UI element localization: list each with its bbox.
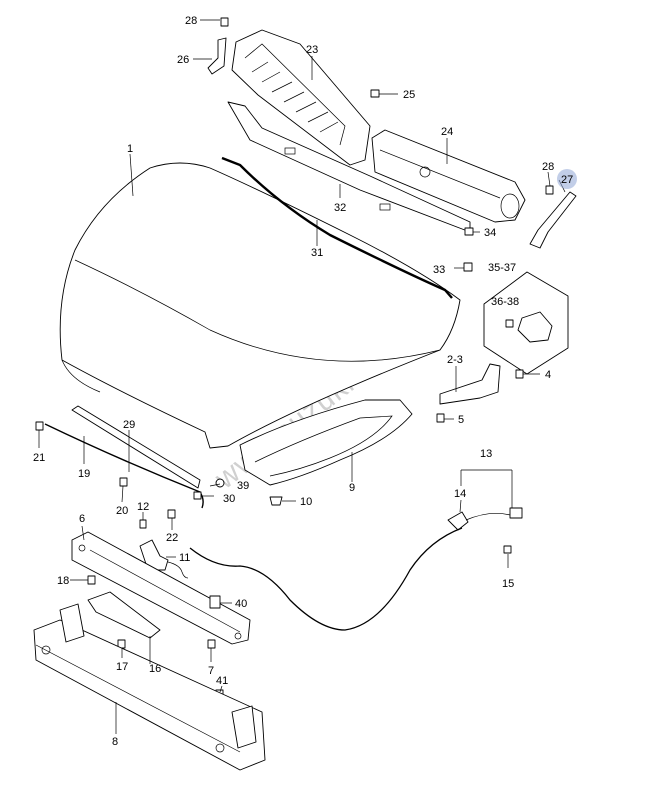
brace-16-part bbox=[87, 591, 161, 639]
callout-5: 5 bbox=[458, 414, 464, 426]
callout-31: 31 bbox=[311, 247, 323, 259]
callout-11: 11 bbox=[179, 552, 190, 564]
callout-28-top: 28 bbox=[185, 15, 197, 27]
bumper-40-part bbox=[209, 595, 221, 609]
callout-32: 32 bbox=[334, 202, 346, 214]
release-cable-part bbox=[189, 527, 463, 631]
callout-30: 30 bbox=[223, 493, 235, 505]
callout-40: 40 bbox=[235, 598, 247, 610]
callout-21: 21 bbox=[33, 452, 45, 464]
callout-23: 23 bbox=[306, 44, 318, 56]
bolt-18-part bbox=[87, 575, 96, 585]
callout-15: 15 bbox=[502, 578, 514, 590]
hood-latch-part bbox=[436, 363, 524, 423]
callout-13: 13 bbox=[480, 448, 492, 460]
clip-25-part bbox=[370, 89, 380, 98]
callout-25: 25 bbox=[403, 89, 415, 101]
callout-35-37: 35-37 bbox=[488, 262, 516, 274]
screw-12-part bbox=[139, 519, 147, 529]
callout-1: 1 bbox=[127, 143, 133, 155]
callout-26: 26 bbox=[177, 54, 189, 66]
buffer-20-part bbox=[119, 477, 128, 487]
callout-24: 24 bbox=[441, 126, 453, 138]
bumper-reinforcement-part bbox=[33, 603, 266, 771]
cowl-grille-part bbox=[231, 29, 371, 166]
callout-33: 33 bbox=[433, 264, 445, 276]
cowl-rail-part bbox=[227, 101, 471, 233]
callout-7: 7 bbox=[208, 665, 214, 677]
callout-41: 41 bbox=[216, 675, 228, 687]
hinge-right-part bbox=[529, 185, 577, 249]
weatherstrip-part bbox=[221, 156, 453, 299]
callout-34: 34 bbox=[484, 227, 496, 239]
highlight-callout-27[interactable] bbox=[557, 169, 577, 189]
callout-29: 29 bbox=[123, 419, 135, 431]
callout-6: 6 bbox=[79, 513, 85, 525]
hood-lock-part bbox=[447, 507, 523, 554]
callout-12: 12 bbox=[137, 501, 149, 513]
callout-17: 17 bbox=[116, 661, 128, 673]
cowl-panel-part bbox=[371, 129, 526, 223]
callout-22: 22 bbox=[166, 532, 178, 544]
hood-insulator-part bbox=[239, 399, 413, 486]
callout-9: 9 bbox=[349, 482, 355, 494]
leader-lines bbox=[38, 19, 566, 734]
callout-20: 20 bbox=[116, 505, 128, 517]
nut-34-part bbox=[464, 227, 474, 236]
hinge-left-part bbox=[207, 17, 229, 75]
callout-10: 10 bbox=[300, 496, 312, 508]
callout-4: 4 bbox=[545, 369, 551, 381]
callout-14: 14 bbox=[454, 488, 466, 500]
callout-28-right: 28 bbox=[542, 161, 554, 173]
callout-39: 39 bbox=[237, 480, 249, 492]
front-seal-part bbox=[44, 405, 204, 509]
callout-27[interactable]: 27 bbox=[561, 174, 573, 186]
callout-2-3: 2-3 bbox=[447, 354, 463, 366]
bumper-10-part bbox=[269, 496, 283, 506]
callout-8: 8 bbox=[112, 736, 118, 748]
bolt-7-part bbox=[207, 639, 216, 649]
clip-30-part bbox=[193, 491, 202, 500]
callout-18: 18 bbox=[57, 575, 69, 587]
bumper-detail-inset bbox=[483, 271, 569, 375]
clip-33-part bbox=[463, 262, 473, 272]
callout-labels: 28 26 23 25 24 28 27 1 32 31 34 33 35-37… bbox=[33, 15, 573, 748]
callout-36-38: 36-38 bbox=[491, 296, 519, 308]
upper-member-part bbox=[71, 531, 251, 645]
clip-21-part bbox=[35, 421, 44, 431]
callout-16: 16 bbox=[149, 663, 161, 675]
callout-19: 19 bbox=[78, 468, 90, 480]
stopper-39-part bbox=[215, 478, 225, 488]
clip-22-part bbox=[167, 509, 176, 519]
